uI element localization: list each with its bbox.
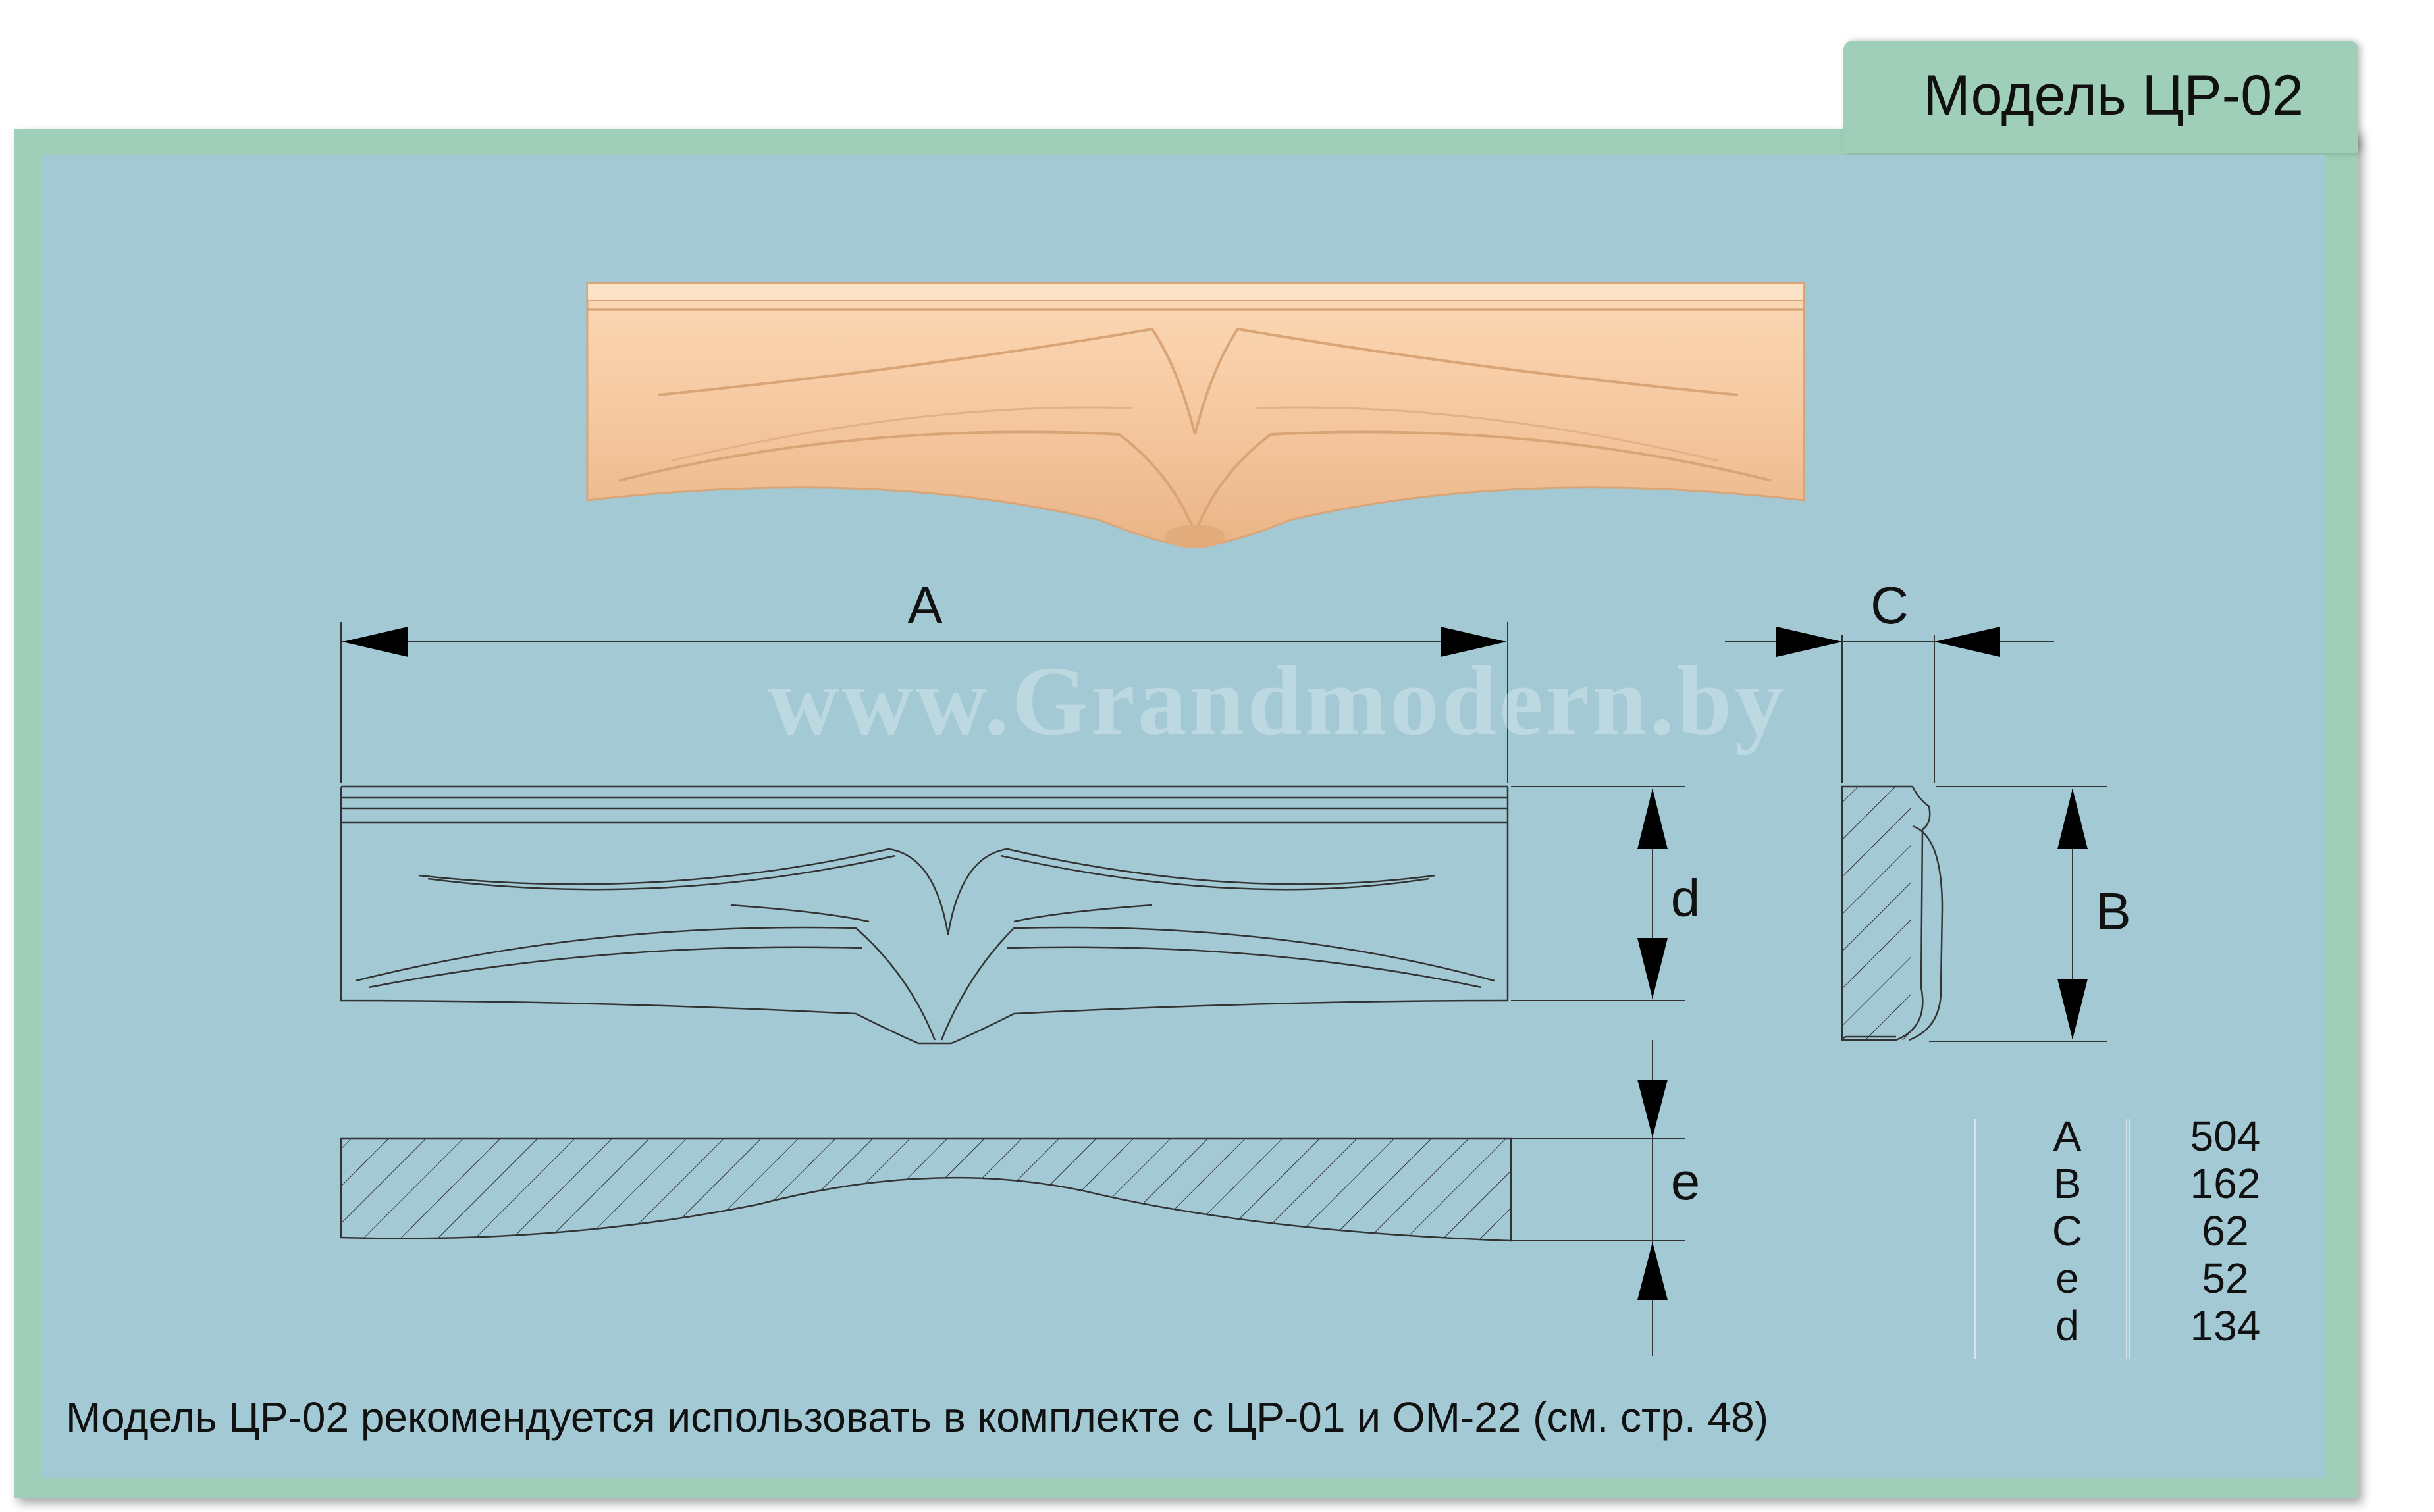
spec-value: 504 (2190, 1112, 2261, 1160)
dimension-label-b: B (2096, 882, 2131, 941)
dimension-label-c: C (1870, 576, 1909, 635)
dimension-label-e: e (1670, 1152, 1701, 1211)
dimension-label-a: A (907, 576, 943, 635)
spec-value: 134 (2190, 1302, 2261, 1349)
spec-value: 52 (2202, 1255, 2249, 1302)
dimension-label-d: d (1670, 869, 1701, 927)
front-view (340, 785, 1509, 1045)
watermark: www.Grandmodern.by (768, 646, 1787, 756)
spec-value: 162 (2190, 1160, 2261, 1207)
spec-table: A 504 B 162 C 62 e 52 d 134 (1969, 1112, 2311, 1363)
spec-row: A 504 (1969, 1112, 2311, 1160)
footer-note: Модель ЦР-02 рекомендуется использовать … (66, 1394, 1768, 1441)
model-title: Модель ЦР-02 (1923, 64, 2304, 127)
product-photo (586, 282, 1805, 548)
dimension-lines (340, 622, 2107, 1356)
title-tab (1843, 41, 2358, 153)
spec-key: B (2053, 1160, 2082, 1207)
spec-row: C 62 (1969, 1207, 2311, 1255)
spec-key: C (2051, 1207, 2083, 1255)
side-view (1841, 785, 1944, 1041)
section-view (340, 1137, 1512, 1242)
spec-value: 62 (2202, 1207, 2249, 1255)
spec-key: e (2055, 1255, 2079, 1302)
spec-table-grid (1974, 1119, 2130, 1359)
spec-key: A (2053, 1112, 2082, 1160)
spec-row: e 52 (1969, 1255, 2311, 1302)
spec-row: d 134 (1969, 1302, 2311, 1349)
spec-key: d (2055, 1302, 2079, 1349)
spec-row: B 162 (1969, 1160, 2311, 1207)
